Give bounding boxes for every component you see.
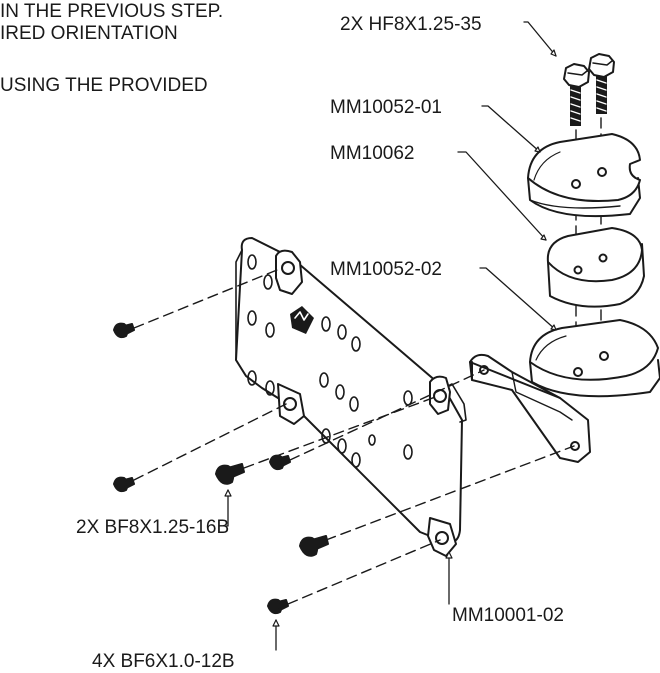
callout-main-bracket: MM10001-02 xyxy=(452,605,564,626)
screw-2 xyxy=(113,476,135,493)
instruction-line-2: IRED ORIENTATION xyxy=(0,23,178,44)
leader-arrowheads xyxy=(224,49,557,627)
instruction-line-3: USING THE PROVIDED xyxy=(0,75,208,96)
screw-5 xyxy=(299,535,329,557)
instruction-line-1: IN THE PREVIOUS STEP. xyxy=(0,1,224,22)
callout-buttonhead-small: 4X BF6X1.0-12B xyxy=(92,651,235,672)
buttonhead-screws xyxy=(113,322,329,615)
hex-bolt-left xyxy=(563,63,590,126)
hex-bolt-pair xyxy=(563,53,615,126)
callout-bolts-top: 2X HF8X1.25-35 xyxy=(340,14,482,35)
callout-lower-plate: MM10052-02 xyxy=(330,259,442,280)
leader-lines xyxy=(225,21,557,651)
screw-1 xyxy=(113,322,135,339)
screw-4 xyxy=(269,454,291,471)
main-bracket-part xyxy=(235,237,467,557)
callout-buttonhead-large: 2X BF8X1.25-16B xyxy=(76,517,230,538)
callout-upper-plate: MM10052-01 xyxy=(330,97,442,118)
screw-6 xyxy=(267,598,289,615)
callout-spacer: MM10062 xyxy=(330,143,415,164)
spacer-part xyxy=(546,227,645,308)
lower-plate-part xyxy=(469,319,660,463)
screw-3 xyxy=(215,463,245,485)
upper-plate-part xyxy=(527,133,641,218)
brand-logo xyxy=(290,306,314,334)
assembly-paths xyxy=(133,267,575,605)
hex-bolt-right xyxy=(588,53,615,114)
